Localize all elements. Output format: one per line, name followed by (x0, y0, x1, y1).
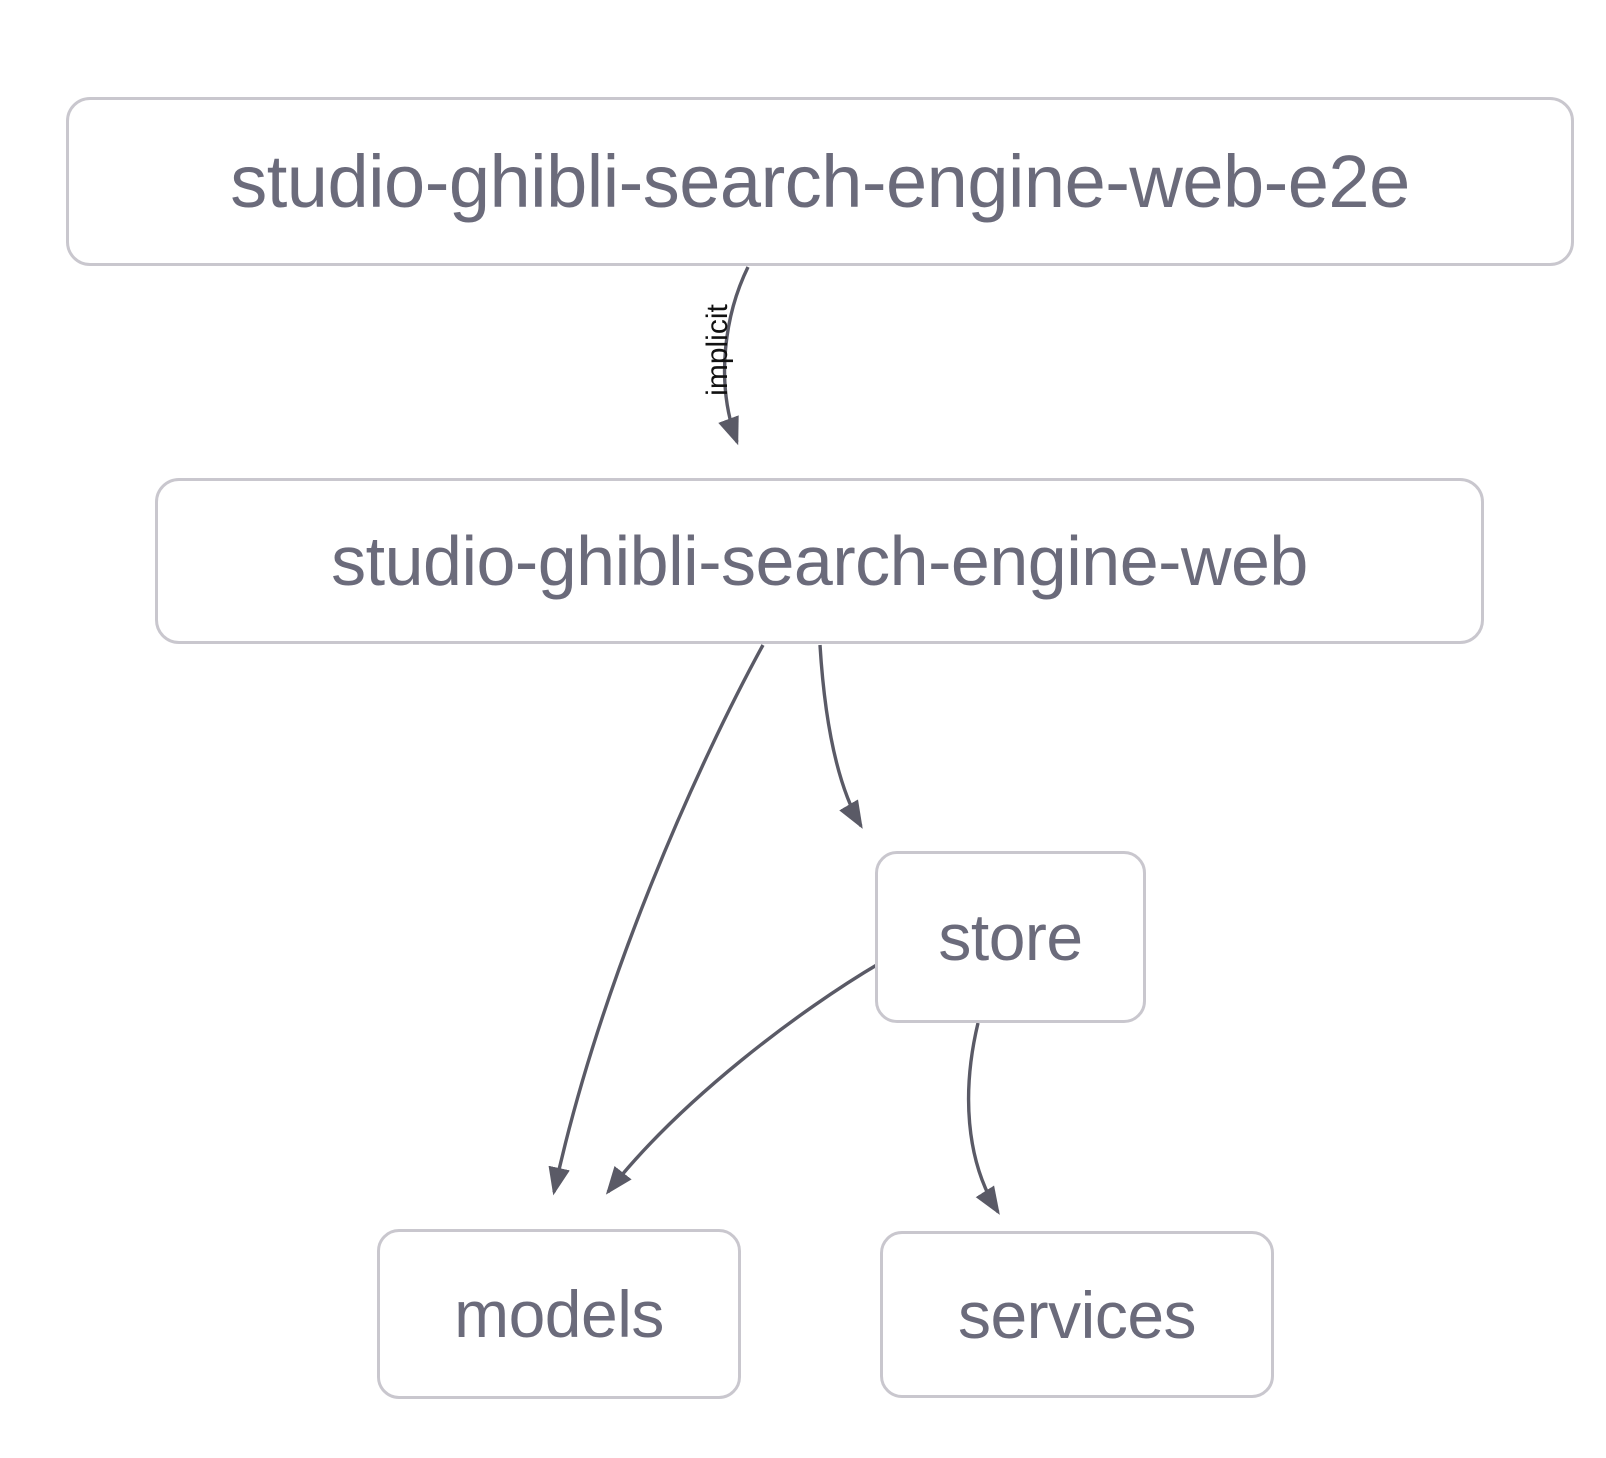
node-studio-ghibli-search-engine-web[interactable]: studio-ghibli-search-engine-web (155, 478, 1484, 644)
node-label: studio-ghibli-search-engine-web-e2e (230, 139, 1410, 223)
node-services[interactable]: services (880, 1231, 1274, 1398)
edge-web-to-models (548, 644, 765, 1196)
edge-web-to-store (818, 644, 863, 829)
node-label: store (938, 900, 1083, 974)
node-models[interactable]: models (377, 1229, 741, 1399)
node-label: services (957, 1277, 1197, 1352)
edge-store-to-services (966, 1022, 1000, 1215)
edge-store-to-models (605, 961, 881, 1195)
node-studio-ghibli-search-engine-web-e2e[interactable]: studio-ghibli-search-engine-web-e2e (66, 97, 1574, 266)
edge-label-implicit: implicit (701, 304, 734, 396)
node-label: models (454, 1277, 664, 1351)
node-label: studio-ghibli-search-engine-web (331, 522, 1308, 600)
node-store[interactable]: store (875, 851, 1146, 1023)
